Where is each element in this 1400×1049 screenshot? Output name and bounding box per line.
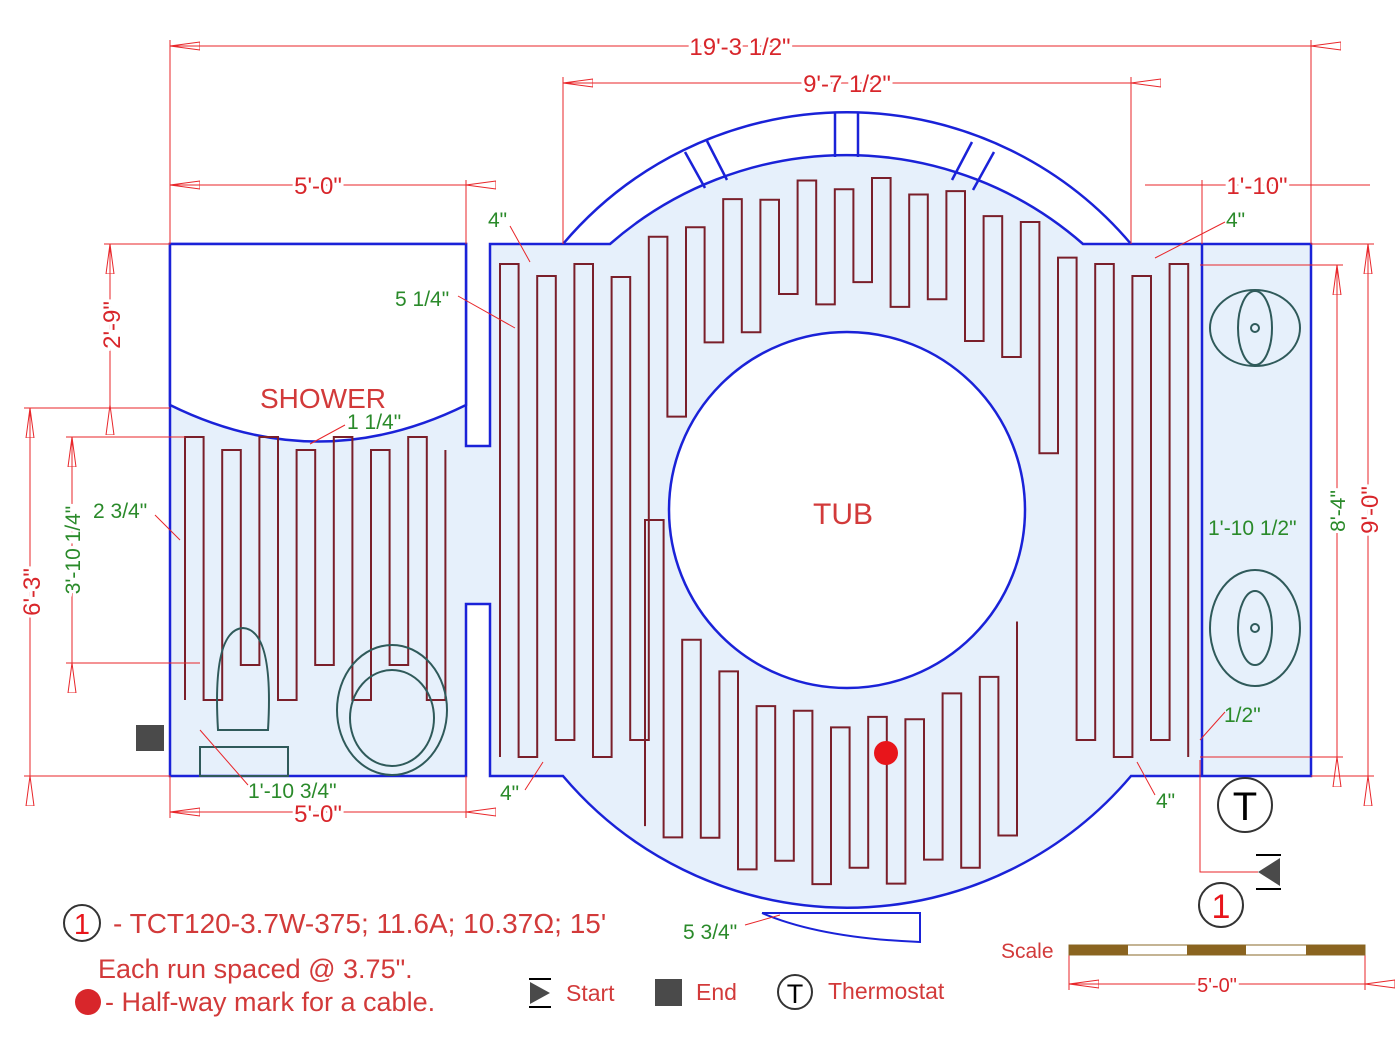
offset-label: 5 1/4" [395,288,449,311]
legend-thermostat-icon [777,974,813,1010]
tub [667,330,1027,690]
cable-run [184,436,447,701]
legend-halfway: - Half-way mark for a cable. [105,987,435,1017]
scale-length: 5'-0" [1197,975,1237,997]
legend: 1 - TCT120-3.7W-375; 11.6A; 10.37Ω; 15' … [63,904,945,1017]
cable-number-marker [1198,882,1244,928]
legend-spacing: Each run spaced @ 3.75". [98,954,413,984]
offset-label: 4" [1156,790,1175,813]
offset-labels: 4" 5 1/4" 1 1/4" 2 3/4" 1'-10 3/4" 4" 5 … [93,209,1297,944]
offset-label: 1 1/4" [347,411,401,434]
cable-end-marker [136,725,164,751]
legend-end: End [696,979,737,1005]
dim-overall-height: 9'-0" [1357,486,1384,534]
thermostat-marker-label: T [1233,785,1257,829]
dim-tub-width: 9'-7 1/2" [803,71,891,98]
legend-cable-spec: - TCT120-3.7W-375; 11.6A; 10.37Ω; 15' [113,908,606,939]
offset-label: 1'-10 3/4" [248,780,337,803]
legend-start: Start [566,980,615,1006]
offset-label: 1'-10 1/2" [1208,517,1297,540]
scale-label: Scale [1001,940,1054,963]
shower-base [168,242,468,443]
cable-start-marker [1256,854,1281,890]
legend-start-icon [529,978,551,1008]
tub-dome-outer [562,111,1132,245]
offset-label: 2 3/4" [93,500,147,523]
dim-shower-width-bottom: 5'-0" [294,801,342,828]
toilet-fixture [199,289,1301,777]
dimension-lines [24,40,1374,990]
legend-halfway-icon [75,989,101,1015]
dim-shower-depth: 2'-9" [99,301,126,349]
legend-end-icon [655,979,682,1006]
dim-left-height: 6'-3" [19,568,46,616]
offset-label: 4" [488,209,507,232]
offset-label: 1/2" [1224,704,1261,727]
offset-label: 4" [1226,209,1245,232]
dim-overall-width: 19'-3 1/2" [689,34,790,61]
dimension-labels: 19'-3 1/2" 9'-7 1/2" 5'-0" 1'-10" 2'-9" … [16,31,1387,831]
cable-number-marker-label: 1 [1212,888,1231,926]
thermostat-marker [1217,777,1273,833]
dim-right-width: 1'-10" [1226,173,1287,200]
dim-right-heated-height: 8'-4" [1327,490,1350,532]
cable-run [499,176,1190,758]
room-label-tub: TUB [813,498,873,531]
offset-label: 5 3/4" [683,921,737,944]
legend-cable-number-circle [63,904,101,942]
dim-shower-width-top: 5'-0" [294,173,342,200]
dim-shower-heated-height: 3'-10 1/4" [62,506,85,595]
legend-cable-number: 1 [74,909,90,941]
scale-bar: Scale 5'-0" [1001,940,1366,1000]
offset-label: 4" [500,782,519,805]
tub-dome-slot [683,113,996,191]
legend-thermostat-symbol: T [787,979,804,1009]
heating-cable [184,176,1190,886]
room-label-shower: SHOWER [260,383,386,414]
legend-thermostat: Thermostat [828,978,945,1004]
tub-step [761,912,921,944]
halfway-mark [874,741,898,765]
cable-run [644,519,1018,886]
